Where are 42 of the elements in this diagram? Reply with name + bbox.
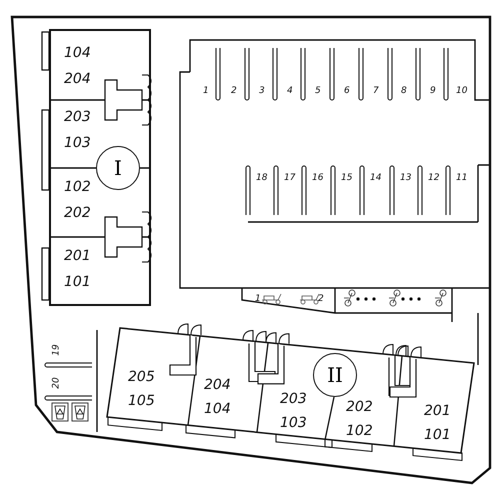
- unit-number: 204: [64, 71, 91, 87]
- unit-number: 103: [64, 135, 91, 151]
- unit-number: 101: [424, 427, 451, 443]
- unit-number: 203: [280, 391, 307, 407]
- unit-number: 104: [64, 45, 91, 61]
- parking-space-number: 19: [52, 344, 62, 356]
- unit-number: 202: [346, 399, 373, 415]
- unit-number: 201: [424, 403, 451, 419]
- unit-number: 101: [64, 274, 91, 290]
- unit-number: 203: [64, 109, 91, 125]
- building-number: I: [96, 146, 140, 190]
- unit-number: 102: [64, 179, 91, 195]
- scooter-space-number: 1: [255, 294, 261, 304]
- unit-number: 102: [346, 423, 373, 439]
- unit-number: 103: [280, 415, 307, 431]
- unit-number: 204: [204, 377, 231, 393]
- parking-space-number: 6: [344, 86, 350, 96]
- unit-number: 201: [64, 248, 91, 264]
- unit-number: 202: [64, 205, 91, 221]
- parking-space-number: 8: [401, 86, 407, 96]
- parking-space-number: 13: [400, 173, 412, 183]
- scooter-space-number: 2: [318, 294, 324, 304]
- parking-space-number: 4: [287, 86, 293, 96]
- parking-space-number: 12: [428, 173, 440, 183]
- parking-space-number: 17: [284, 173, 296, 183]
- parking-space-number: 11: [456, 173, 468, 183]
- parking-space-number: 5: [315, 86, 321, 96]
- parking-space-number: 1: [203, 86, 209, 96]
- unit-number: 105: [128, 393, 155, 409]
- parking-space-number: 18: [256, 173, 268, 183]
- parking-space-number: 15: [341, 173, 352, 183]
- parking-space-number: 20: [52, 377, 62, 389]
- unit-number: 205: [128, 369, 155, 385]
- parking-space-number: 2: [231, 86, 237, 96]
- parking-space-number: 14: [370, 173, 382, 183]
- parking-space-number: 3: [259, 86, 265, 96]
- parking-space-number: 7: [373, 86, 379, 96]
- parking-space-number: 10: [456, 86, 468, 96]
- parking-space-number: 9: [430, 86, 436, 96]
- building-number: II: [313, 353, 357, 397]
- parking-space-number: 16: [312, 173, 324, 183]
- unit-number: 104: [204, 401, 231, 417]
